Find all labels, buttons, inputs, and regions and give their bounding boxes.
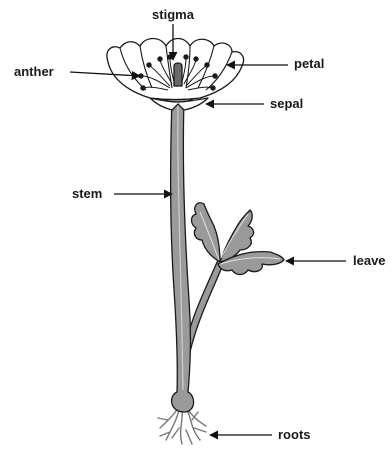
label-leave: leave — [353, 253, 386, 268]
leaves — [192, 203, 285, 275]
label-stigma: stigma — [152, 7, 195, 22]
label-stem: stem — [72, 186, 102, 201]
label-sepal: sepal — [270, 96, 303, 111]
label-petal: petal — [294, 56, 324, 71]
label-anther: anther — [14, 64, 54, 79]
label-roots: roots — [278, 427, 311, 442]
stigma-shape — [174, 63, 182, 86]
flower-head — [107, 39, 244, 111]
